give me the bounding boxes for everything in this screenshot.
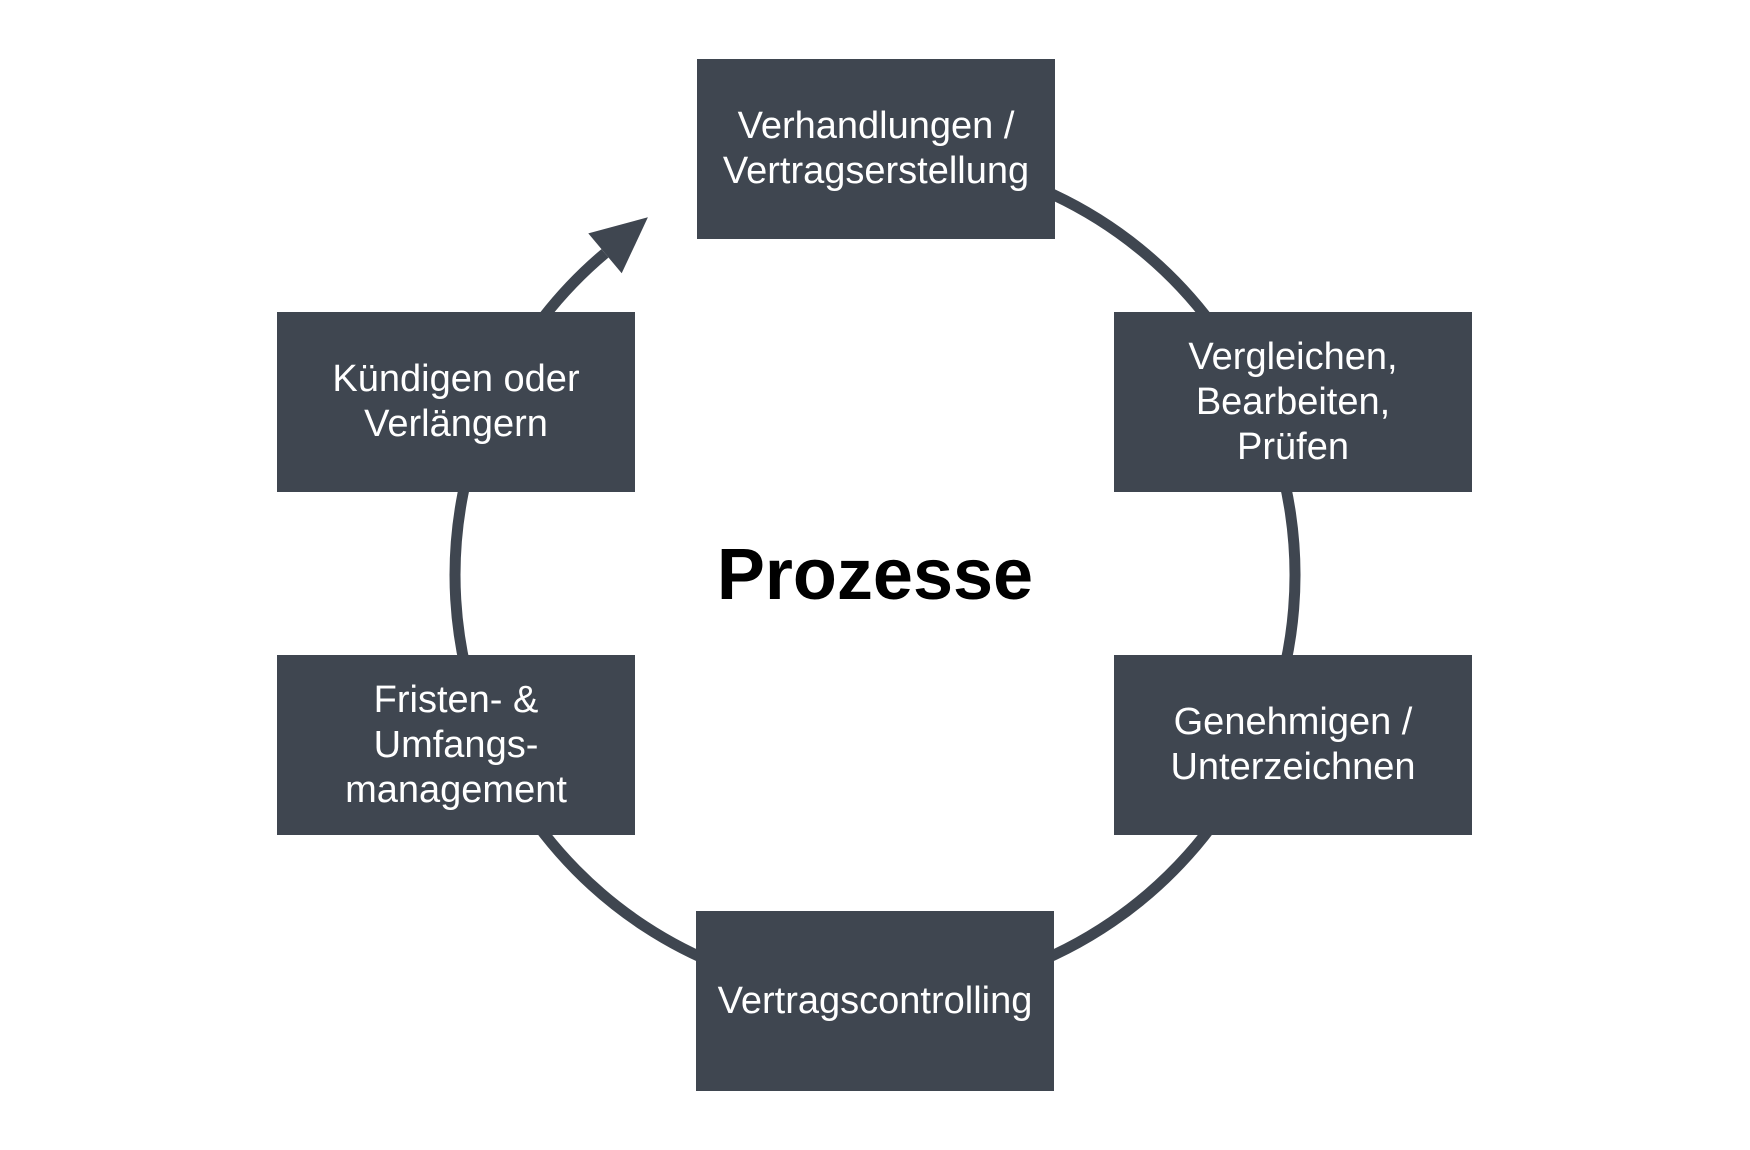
cycle-arrowhead-icon [588,217,648,274]
process-step-label: Genehmigen / Unterzeichnen [1170,701,1416,788]
process-step-genehmigen: Genehmigen / Unterzeichnen [1114,655,1472,835]
process-step-label: Kündigen oder Verlängern [332,358,580,445]
process-step-vergleichen: Vergleichen, Bearbeiten, Prüfen [1114,312,1472,492]
process-step-label: Fristen- & Umfangs- management [345,678,567,811]
process-step-label: Verhandlungen / Vertragserstellung [722,105,1030,192]
process-step-fristen: Fristen- & Umfangs- management [277,655,635,835]
process-step-verhandlungen: Verhandlungen / Vertragserstellung [697,59,1055,239]
diagram-title: Prozesse [716,535,1034,615]
process-step-label: Vergleichen, Bearbeiten, Prüfen [1188,335,1398,468]
process-step-label: Vertragscontrolling [717,979,1033,1022]
process-step-kuendigen: Kündigen oder Verlängern [277,312,635,492]
process-step-vertragscontrolling: Vertragscontrolling [696,911,1054,1091]
